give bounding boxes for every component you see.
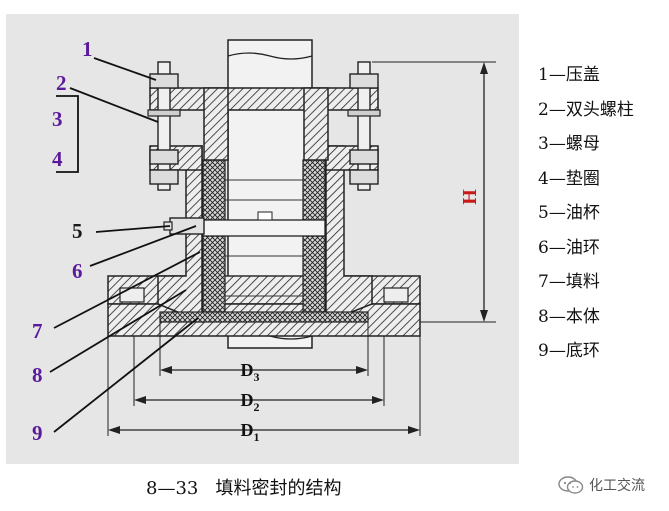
d3-label: D3: [241, 360, 260, 384]
d3-dimension: [159, 322, 369, 376]
legend-item: 2—双头螺柱: [538, 99, 634, 120]
part-number-3: 3: [52, 107, 63, 131]
part-number-4: 4: [52, 147, 63, 171]
part-number-2: 2: [56, 71, 67, 95]
figure-caption: 8—33 填料密封的结构: [146, 478, 342, 499]
d2-label: D2: [241, 390, 260, 414]
legend-item: 8—本体: [538, 306, 600, 327]
legend-item: 4—垫圈: [538, 168, 600, 189]
d1-label: D1: [241, 420, 260, 444]
part-number-1: 1: [82, 37, 93, 61]
watermark: 化工交流: [558, 474, 645, 496]
bottom-ring: [159, 311, 369, 323]
right-stud-assembly: [347, 61, 381, 191]
left-stud-assembly: [147, 61, 181, 191]
packing-seal-diagram: H D3 D2 D1 1 2 3 4 5 6 7: [32, 37, 496, 445]
legend-item: 9—底环: [538, 341, 600, 361]
gland: [149, 87, 379, 161]
height-label: H: [459, 189, 481, 205]
parts-legend: 1—压盖 2—双头螺柱 3—螺母 4—垫圈 5—油杯 6—油环 7—填料 8—本…: [538, 64, 666, 375]
base-flange: [107, 275, 421, 337]
legend-item: 7—填料: [538, 272, 600, 292]
part-number-5: 5: [72, 219, 83, 243]
leader-lines: [49, 57, 201, 433]
legend-item: 5—油杯: [538, 203, 600, 223]
wechat-official-account-icon: [558, 476, 584, 494]
d1-dimension: [107, 336, 421, 436]
legend-item: 3—螺母: [538, 134, 600, 154]
part-number-9: 9: [32, 421, 43, 445]
part-number-8: 8: [32, 363, 43, 387]
part-number-7: 7: [32, 319, 43, 343]
legend-item: 1—压盖: [538, 65, 600, 85]
part-number-6: 6: [72, 259, 83, 283]
watermark-text: 化工交流: [589, 478, 645, 494]
legend-item: 6—油环: [538, 237, 600, 258]
d2-dimension: [133, 336, 385, 406]
height-dimension: [372, 61, 496, 323]
